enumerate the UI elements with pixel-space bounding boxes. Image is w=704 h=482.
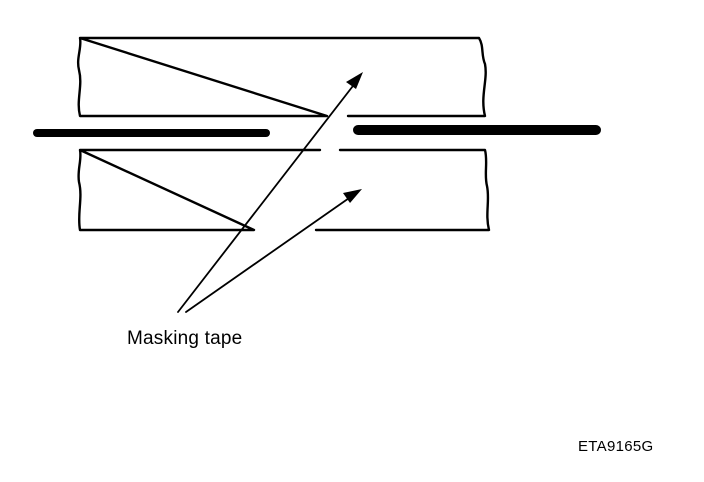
masking-tape-strips bbox=[33, 125, 601, 137]
arrowhead-lower bbox=[343, 189, 362, 203]
arrowhead-upper bbox=[346, 72, 363, 89]
leader-line-lower bbox=[185, 195, 353, 313]
leader-arrows bbox=[177, 72, 363, 313]
lower-panel-outline bbox=[77, 148, 491, 232]
upper-panel bbox=[76, 36, 487, 118]
upper-panel-outline bbox=[76, 36, 487, 118]
leader-line-upper bbox=[177, 81, 357, 313]
masking-tape-label: Masking tape bbox=[127, 328, 243, 349]
lower-panel bbox=[77, 148, 491, 232]
figure-id-label: ETA9165G bbox=[578, 438, 654, 455]
